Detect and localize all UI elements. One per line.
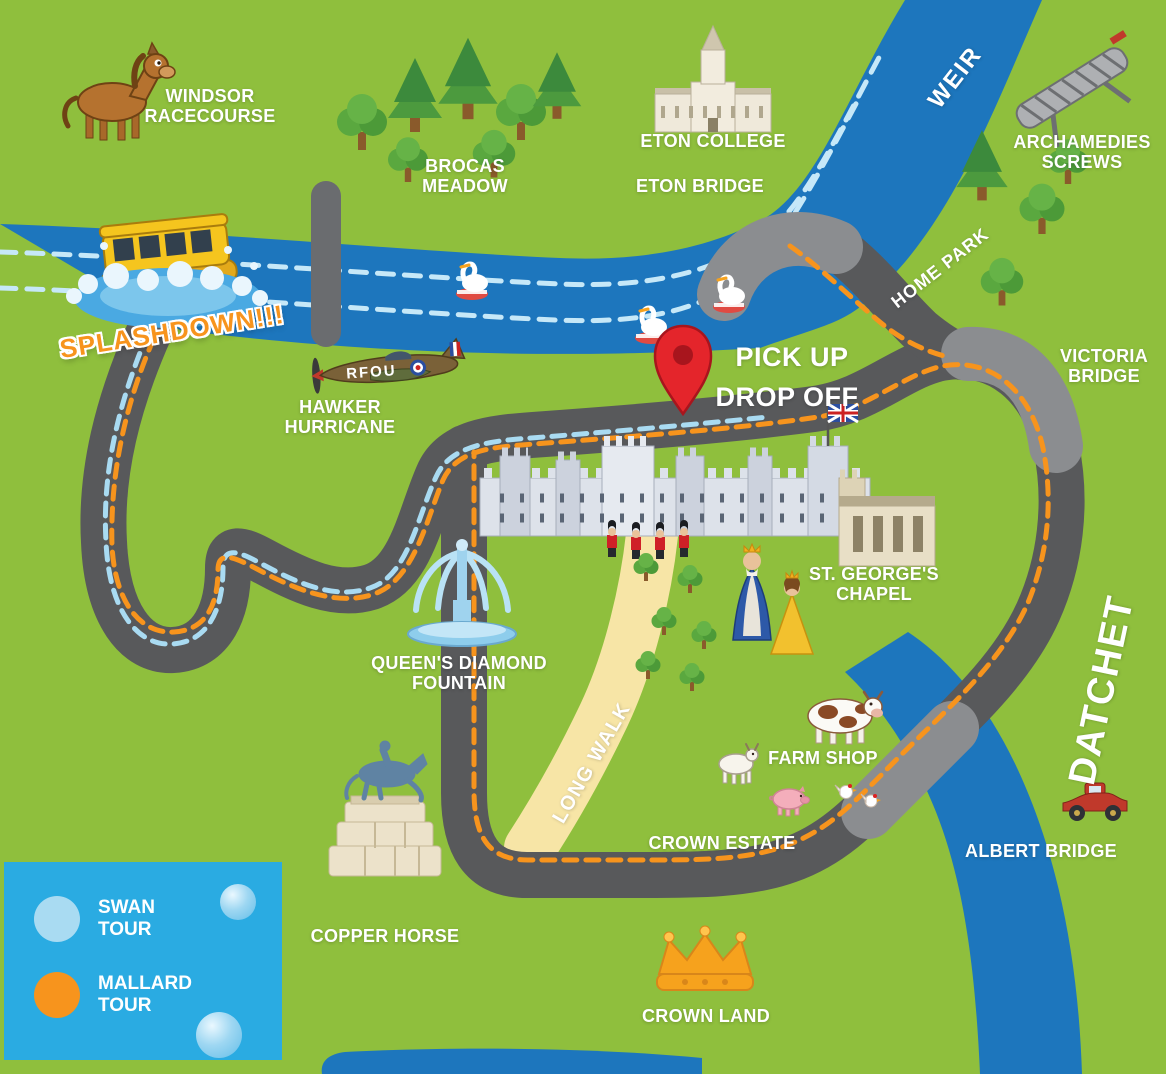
crown-icon: [656, 925, 754, 991]
road-main-loop: [80, 307, 1085, 899]
cow-icon: [807, 690, 884, 745]
label-brocas-meadow: BROCAS MEADOW: [422, 155, 508, 196]
splashdown-vehicle-icon: [66, 213, 268, 328]
pig-icon: [769, 786, 810, 817]
label-copper-horse: COPPER HORSE: [310, 925, 460, 946]
queen-figure: [769, 569, 815, 655]
legend-swan-tour: SWAN TOUR: [34, 896, 208, 942]
label-st-georges-chapel: ST. GEORGE'S CHAPEL: [809, 563, 939, 604]
queens-diamond-fountain-icon: [407, 539, 517, 647]
label-archamedies-screws: ARCHAMEDIES SCREWS: [1013, 131, 1151, 172]
archimedes-screws-icon: [1015, 30, 1132, 148]
union-jack-flag: [827, 402, 859, 424]
label-eton-college: ETON COLLEGE: [640, 130, 786, 151]
legend-mallard-tour: MALLARD TOUR: [34, 972, 208, 1018]
river-bottom-strip: [321, 1048, 702, 1074]
label-pick-up: PICK UP: [735, 341, 849, 372]
hawker-hurricane-icon: RFOU: [311, 337, 466, 394]
swan-route-road: [102, 330, 771, 647]
mallard-tour-label: MALLARD TOUR: [98, 973, 192, 1016]
chickens-icon: [834, 784, 881, 808]
victoria-bridge-arc: [941, 327, 1083, 473]
st-georges-chapel-icon: [838, 469, 936, 567]
water-bubble-icon: [220, 884, 256, 920]
label-drop-off: DROP OFF: [715, 381, 859, 412]
label-victoria-bridge: VICTORIA BRIDGE: [1059, 345, 1149, 386]
swan-tour-label: SWAN TOUR: [98, 897, 155, 940]
mallard-tour-marker: [34, 972, 80, 1018]
label-windsor-racecourse: WINDSOR RACECOURSE: [144, 85, 276, 126]
mallard-route: [109, 243, 1051, 863]
label-albert-bridge: ALBERT BRIDGE: [965, 840, 1117, 861]
long-walk-path: [504, 509, 678, 874]
water-bubble-icon: [196, 1012, 242, 1058]
plane-marking: RFOU: [346, 362, 398, 382]
label-crown-land: CROWN LAND: [642, 1005, 770, 1026]
pickup-pin-icon: [653, 324, 713, 417]
king-figure: [732, 542, 772, 641]
label-queens-diamond-fountain: QUEEN'S DIAMOND FOUNTAIN: [371, 652, 547, 693]
label-hawker-hurricane: HAWKER HURRICANE: [284, 396, 396, 437]
legend-panel: SWAN TOUR MALLARD TOUR: [4, 862, 282, 1060]
vintage-car-icon: [1062, 782, 1128, 821]
label-eton-bridge: ETON BRIDGE: [636, 175, 764, 196]
label-farm-shop: FARM SHOP: [768, 747, 878, 768]
windsor-castle-icon: [479, 402, 871, 537]
label-crown-estate: CROWN ESTATE: [648, 832, 796, 853]
swan-tour-marker: [34, 896, 80, 942]
copper-horse-icon: [328, 740, 442, 877]
farm-animals: [718, 690, 884, 817]
goat-icon: [718, 743, 759, 785]
eton-college-icon: [654, 24, 772, 133]
racecourse-horse-icon: [62, 41, 176, 141]
